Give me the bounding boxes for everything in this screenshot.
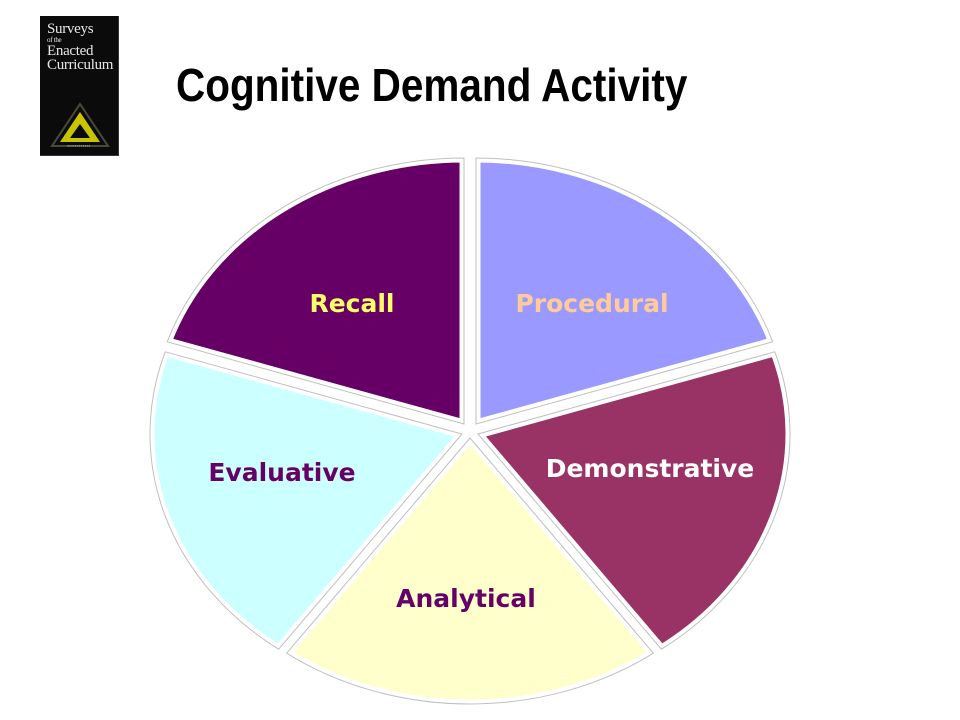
slice-label-analytical: Analytical bbox=[396, 584, 536, 613]
pie-slice-outline bbox=[166, 157, 465, 425]
pie-slice-outline bbox=[477, 351, 791, 650]
pie-slice-outline bbox=[149, 351, 463, 650]
logo-line-1: Surveys bbox=[47, 21, 94, 37]
pie-slice-procedural bbox=[471, 153, 779, 430]
slice-label-recall: Recall bbox=[309, 289, 394, 318]
pie-slice-demonstrative bbox=[469, 346, 795, 656]
slice-label-demonstrative: Demonstrative bbox=[546, 454, 755, 483]
logo-text: Surveys of the Enacted Curriculum bbox=[47, 21, 114, 73]
pie-slice-outline bbox=[285, 437, 655, 705]
logo-line-4: Curriculum bbox=[47, 57, 114, 73]
slice-label-evaluative: Evaluative bbox=[208, 458, 355, 487]
pie-slice-outline bbox=[475, 157, 774, 425]
triangle-emblem-icon bbox=[50, 102, 110, 147]
logo-footer-mark: ▪▪▪▪▪▪▪▪▪▪▪▪ bbox=[67, 143, 91, 148]
pie-slice-recall bbox=[161, 153, 469, 430]
logo-line-3: Enacted bbox=[47, 43, 94, 59]
surveys-logo: Surveys of the Enacted Curriculum ▪▪▪▪▪▪… bbox=[40, 16, 119, 156]
pie-slice-evaluative bbox=[145, 346, 471, 656]
slice-label-procedural: Procedural bbox=[515, 289, 668, 318]
page-title: Cognitive Demand Activity bbox=[176, 59, 688, 111]
logo-line-2: of the bbox=[47, 36, 62, 44]
pie-slice-analytical bbox=[279, 431, 661, 709]
